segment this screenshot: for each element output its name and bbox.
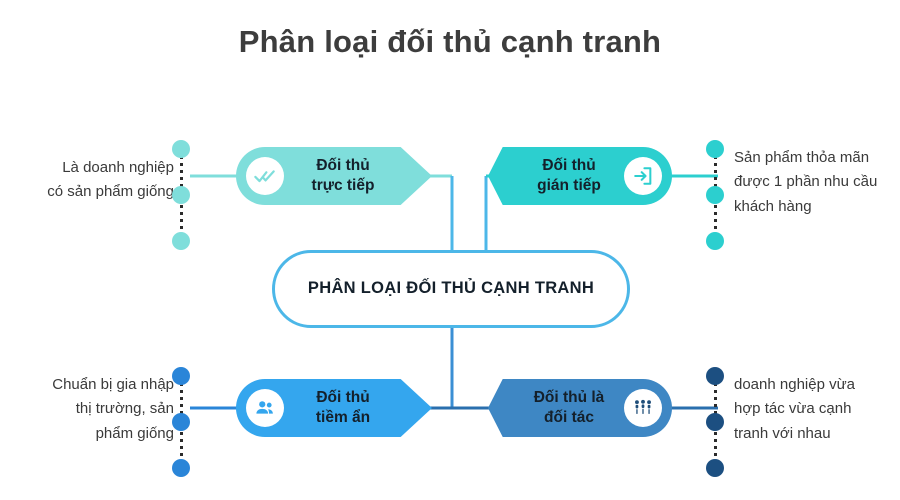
- caption-bottom-left: Chuẩn bị gia nhập thị trường, sản phẩm g…: [52, 376, 174, 442]
- node-doi-thu-tiem-an[interactable]: Đối thủ tiềm ẩn: [236, 379, 432, 437]
- dot-column-bottom-left: [172, 367, 194, 477]
- node-doi-thu-gian-tiep[interactable]: Đối thủ gián tiếp: [488, 147, 672, 205]
- dot: [706, 413, 724, 431]
- dot: [172, 367, 190, 385]
- caption-top-right: Sản phẩm thỏa mãn được 1 phần nhu cầu kh…: [734, 149, 878, 215]
- caption-top-left: Là doanh nghiệp có sản phẩm giống: [47, 159, 174, 201]
- dot-column-top-left: [172, 140, 194, 250]
- node-label: Đối thủ tiềm ẩn: [315, 388, 371, 426]
- team-crowd-icon: [624, 389, 662, 427]
- dot: [706, 140, 724, 158]
- node-label: Đối thủ gián tiếp: [537, 156, 601, 194]
- dot: [172, 232, 190, 250]
- node-doi-thu-truc-tiep[interactable]: Đối thủ trực tiếp: [236, 147, 432, 205]
- dot: [172, 413, 190, 431]
- node-doi-thu-la-doi-tac[interactable]: Đối thủ là đối tác: [488, 379, 672, 437]
- people-group-icon: [246, 389, 284, 427]
- dot-column-top-right: [706, 140, 728, 250]
- dot: [172, 459, 190, 477]
- dot-column-bottom-right: [706, 367, 728, 477]
- node-label: Đối thủ trực tiếp: [311, 156, 375, 194]
- login-arrow-icon: [624, 157, 662, 195]
- dot: [706, 367, 724, 385]
- node-label: Đối thủ là đối tác: [533, 388, 605, 426]
- dot: [706, 459, 724, 477]
- dot: [172, 140, 190, 158]
- caption-bottom-right: doanh nghiệp vừa hợp tác vừa cạnh tranh …: [734, 376, 855, 442]
- dot: [706, 186, 724, 204]
- double-check-icon: [246, 157, 284, 195]
- dot: [172, 186, 190, 204]
- dot: [706, 232, 724, 250]
- center-node[interactable]: PHÂN LOẠI ĐỐI THỦ CẠNH TRANH: [272, 250, 630, 328]
- page-title: Phân loại đối thủ cạnh tranh: [238, 24, 662, 59]
